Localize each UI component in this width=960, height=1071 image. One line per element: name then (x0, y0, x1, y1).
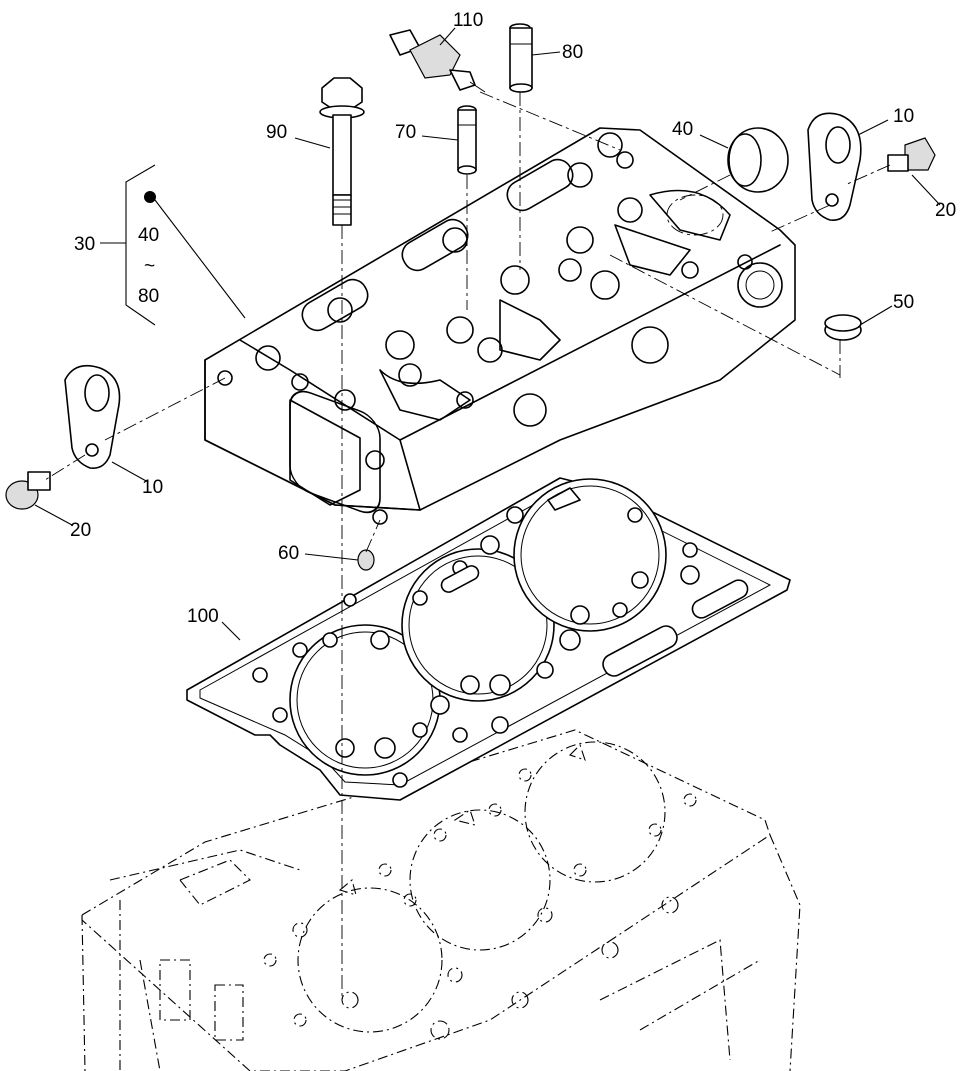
range-separator: ~ (144, 256, 155, 277)
sealing-cap-small (824, 314, 862, 341)
callout-80: 80 (562, 42, 583, 63)
leader-lines (34, 27, 941, 641)
callout-20-left: 20 (70, 520, 91, 541)
callout-10-right: 10 (893, 106, 914, 127)
head-gasket (186, 477, 791, 801)
callout-50: 50 (893, 292, 914, 313)
valve-guide-short (457, 105, 477, 175)
range-start: 40 (138, 225, 159, 246)
hanger-bolt-right (887, 137, 936, 172)
temperature-sensor (389, 29, 486, 93)
valve-guide-long (509, 23, 533, 93)
reference-dot (144, 191, 156, 203)
centerlines (44, 91, 891, 1000)
lifting-hanger-right (807, 112, 862, 222)
callout-60: 60 (278, 543, 299, 564)
range-end: 80 (138, 286, 159, 307)
callout-110: 110 (453, 10, 483, 31)
callout-10-left: 10 (142, 477, 163, 498)
sealing-cap-large (727, 127, 789, 193)
threaded-plug (357, 549, 375, 571)
cylinder-head (204, 127, 796, 525)
callout-70: 70 (395, 122, 416, 143)
head-bolt (319, 77, 365, 226)
lifting-hanger-left (64, 364, 121, 470)
callout-20-right: 20 (935, 200, 956, 221)
callout-30: 30 (74, 234, 95, 255)
callout-labels: 110 80 90 70 40 10 20 30 40 ~ 80 50 10 2… (70, 10, 956, 627)
callout-90: 90 (266, 122, 287, 143)
callout-100: 100 (187, 606, 219, 627)
engine-block-phantom (81, 729, 801, 1071)
hanger-bolt-left (5, 471, 51, 510)
callout-40-cap: 40 (672, 119, 693, 140)
